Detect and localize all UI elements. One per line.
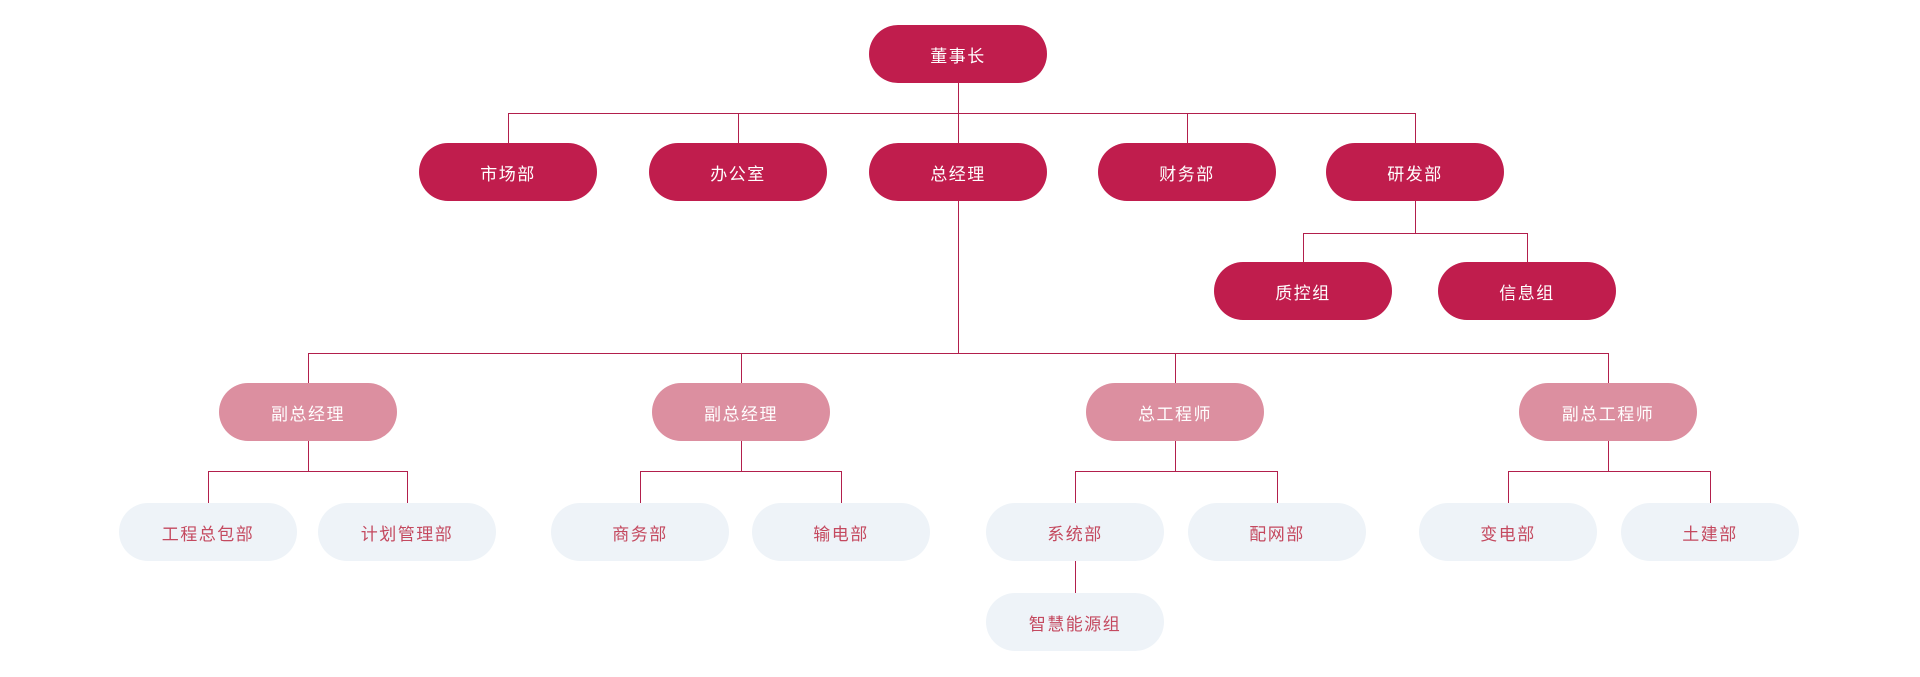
connector-line <box>640 471 641 503</box>
connector-line <box>1303 233 1304 262</box>
connector-line <box>741 441 742 472</box>
org-node-epc[interactable]: 工程总包部 <box>119 503 297 561</box>
org-node-chief-engineer[interactable]: 总工程师 <box>1086 383 1264 441</box>
org-node-civil-engineering[interactable]: 土建部 <box>1621 503 1799 561</box>
connector-line <box>958 201 959 354</box>
org-node-label: 副总经理 <box>271 404 345 424</box>
org-node-office[interactable]: 办公室 <box>649 143 827 201</box>
connector-line <box>1608 353 1609 383</box>
connector-line <box>308 441 309 472</box>
org-node-label: 质控组 <box>1275 283 1331 303</box>
org-node-label: 工程总包部 <box>161 524 255 544</box>
org-node-commerce[interactable]: 商务部 <box>551 503 729 561</box>
org-node-label: 计划管理部 <box>360 524 454 544</box>
org-node-label: 董事长 <box>930 46 986 66</box>
org-node-label: 副总工程师 <box>1561 404 1655 424</box>
connector-line <box>1075 471 1277 472</box>
org-node-label: 土建部 <box>1682 524 1738 544</box>
connector-line <box>1175 353 1176 383</box>
org-node-label: 信息组 <box>1499 283 1555 303</box>
org-node-label: 配网部 <box>1249 524 1305 544</box>
connector-line <box>1303 233 1527 234</box>
connector-line <box>208 471 209 503</box>
connector-line <box>738 113 739 143</box>
org-node-label: 输电部 <box>813 524 869 544</box>
org-node-substation[interactable]: 变电部 <box>1419 503 1597 561</box>
connector-line <box>308 353 309 383</box>
org-node-finance[interactable]: 财务部 <box>1098 143 1276 201</box>
org-node-smart-energy[interactable]: 智慧能源组 <box>986 593 1164 651</box>
org-node-deputy-gm-2[interactable]: 副总经理 <box>652 383 830 441</box>
org-node-distribution-network[interactable]: 配网部 <box>1188 503 1366 561</box>
connector-line <box>1277 471 1278 503</box>
org-node-label: 总工程师 <box>1138 404 1212 424</box>
org-node-label: 市场部 <box>480 164 536 184</box>
connector-line <box>640 471 841 472</box>
org-node-rnd[interactable]: 研发部 <box>1326 143 1504 201</box>
connector-line <box>1187 113 1188 143</box>
org-node-transmission[interactable]: 输电部 <box>752 503 930 561</box>
connector-line <box>841 471 842 503</box>
connector-line <box>741 353 742 383</box>
org-node-deputy-chief-engineer[interactable]: 副总工程师 <box>1519 383 1697 441</box>
connector-line <box>308 353 1608 354</box>
org-node-label: 总经理 <box>930 164 986 184</box>
org-node-label: 商务部 <box>612 524 668 544</box>
org-node-label: 系统部 <box>1047 524 1103 544</box>
org-node-label: 副总经理 <box>704 404 778 424</box>
connector-line <box>1075 471 1076 503</box>
org-node-general-manager[interactable]: 总经理 <box>869 143 1047 201</box>
org-node-information[interactable]: 信息组 <box>1438 262 1616 320</box>
org-node-label: 研发部 <box>1387 164 1443 184</box>
connector-line <box>1608 441 1609 472</box>
connector-line <box>1710 471 1711 503</box>
connector-line <box>1527 233 1528 262</box>
connector-line <box>508 113 509 143</box>
connector-line <box>1508 471 1509 503</box>
org-node-marketing[interactable]: 市场部 <box>419 143 597 201</box>
org-node-system[interactable]: 系统部 <box>986 503 1164 561</box>
org-node-chairman[interactable]: 董事长 <box>869 25 1047 83</box>
org-node-label: 办公室 <box>710 164 766 184</box>
connector-line <box>208 471 408 472</box>
org-node-planning[interactable]: 计划管理部 <box>318 503 496 561</box>
connector-line <box>1508 471 1710 472</box>
org-node-label: 变电部 <box>1480 524 1536 544</box>
org-node-label: 智慧能源组 <box>1028 614 1122 634</box>
connector-line <box>1415 201 1416 234</box>
connector-line <box>508 113 1415 114</box>
connector-line <box>407 471 408 503</box>
org-node-label: 财务部 <box>1159 164 1215 184</box>
connector-line <box>1415 113 1416 143</box>
connector-line <box>1175 441 1176 472</box>
connector-line <box>1075 561 1076 593</box>
org-node-quality-control[interactable]: 质控组 <box>1214 262 1392 320</box>
org-node-deputy-gm-1[interactable]: 副总经理 <box>219 383 397 441</box>
